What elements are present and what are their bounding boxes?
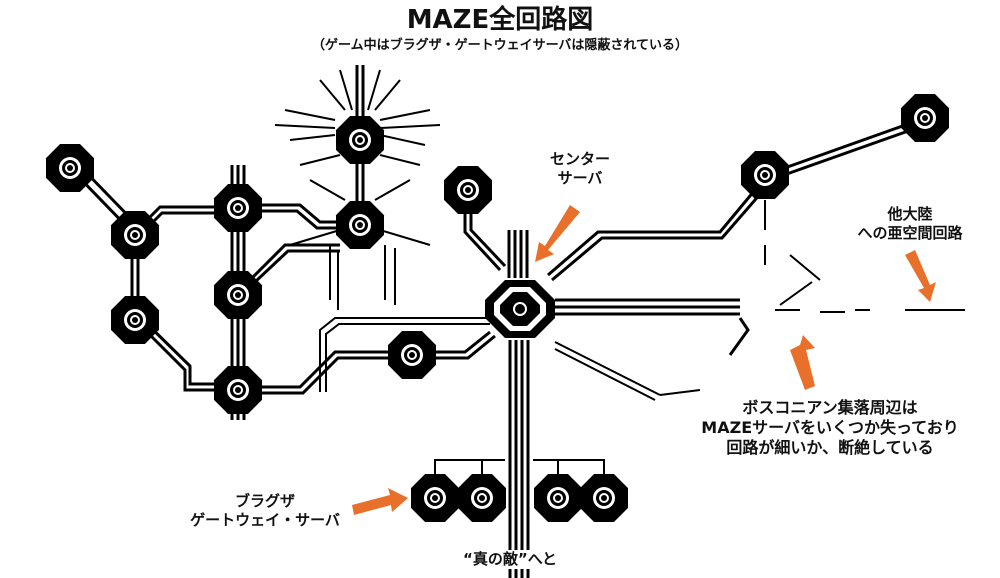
maze-server-node <box>214 366 262 414</box>
gateway-label: ブラグザ ゲートウェイ・サーバ <box>175 492 355 530</box>
subtitle: （ゲーム中はブラグザ・ゲートウェイサーバは隠蔽されている） <box>311 38 689 53</box>
server-nodes <box>46 94 949 522</box>
label-line: センター <box>549 150 610 168</box>
maze-server-node <box>214 271 262 319</box>
maze-server-node <box>444 166 492 214</box>
label-line: への亜空間回路 <box>857 223 963 242</box>
maze-server-node <box>214 184 262 232</box>
gateway-server-node <box>580 474 628 522</box>
gateway-server-node <box>534 474 582 522</box>
true-enemy-label: “真の敵”へと <box>440 550 580 569</box>
label-line: ボスコニアン集落周辺は <box>742 398 918 417</box>
label-line: 回路が細いか、断絶している <box>726 438 934 457</box>
center-server <box>485 280 555 338</box>
label-line: ゲートウェイ・サーバ <box>190 510 340 529</box>
maze-server-node <box>741 151 789 199</box>
boskonian-label: ボスコニアン集落周辺は MAZEサーバをいくつか失っており 回路が細いか、断絶し… <box>680 398 980 458</box>
label-line: MAZEサーバをいくつか失っており <box>701 418 959 437</box>
label-line: サーバ <box>557 168 603 187</box>
maze-server-node <box>901 94 949 142</box>
gateway-server-node <box>411 474 459 522</box>
other-continent-label: 他大陸 への亜空間回路 <box>840 205 980 243</box>
page-title: MAZE全回路図 <box>406 5 594 35</box>
maze-server-node <box>46 144 94 192</box>
gateway-server-node <box>458 474 506 522</box>
maze-server-node <box>111 211 159 259</box>
maze-server-node <box>336 201 384 249</box>
label-line: ブラグザ <box>234 492 295 510</box>
annotation-arrows <box>352 205 936 515</box>
label-line: 他大陸 <box>887 205 933 223</box>
center-server-label: センター サーバ <box>535 150 625 188</box>
maze-server-node <box>111 296 159 344</box>
maze-server-node <box>336 116 384 164</box>
maze-server-node <box>388 331 436 379</box>
